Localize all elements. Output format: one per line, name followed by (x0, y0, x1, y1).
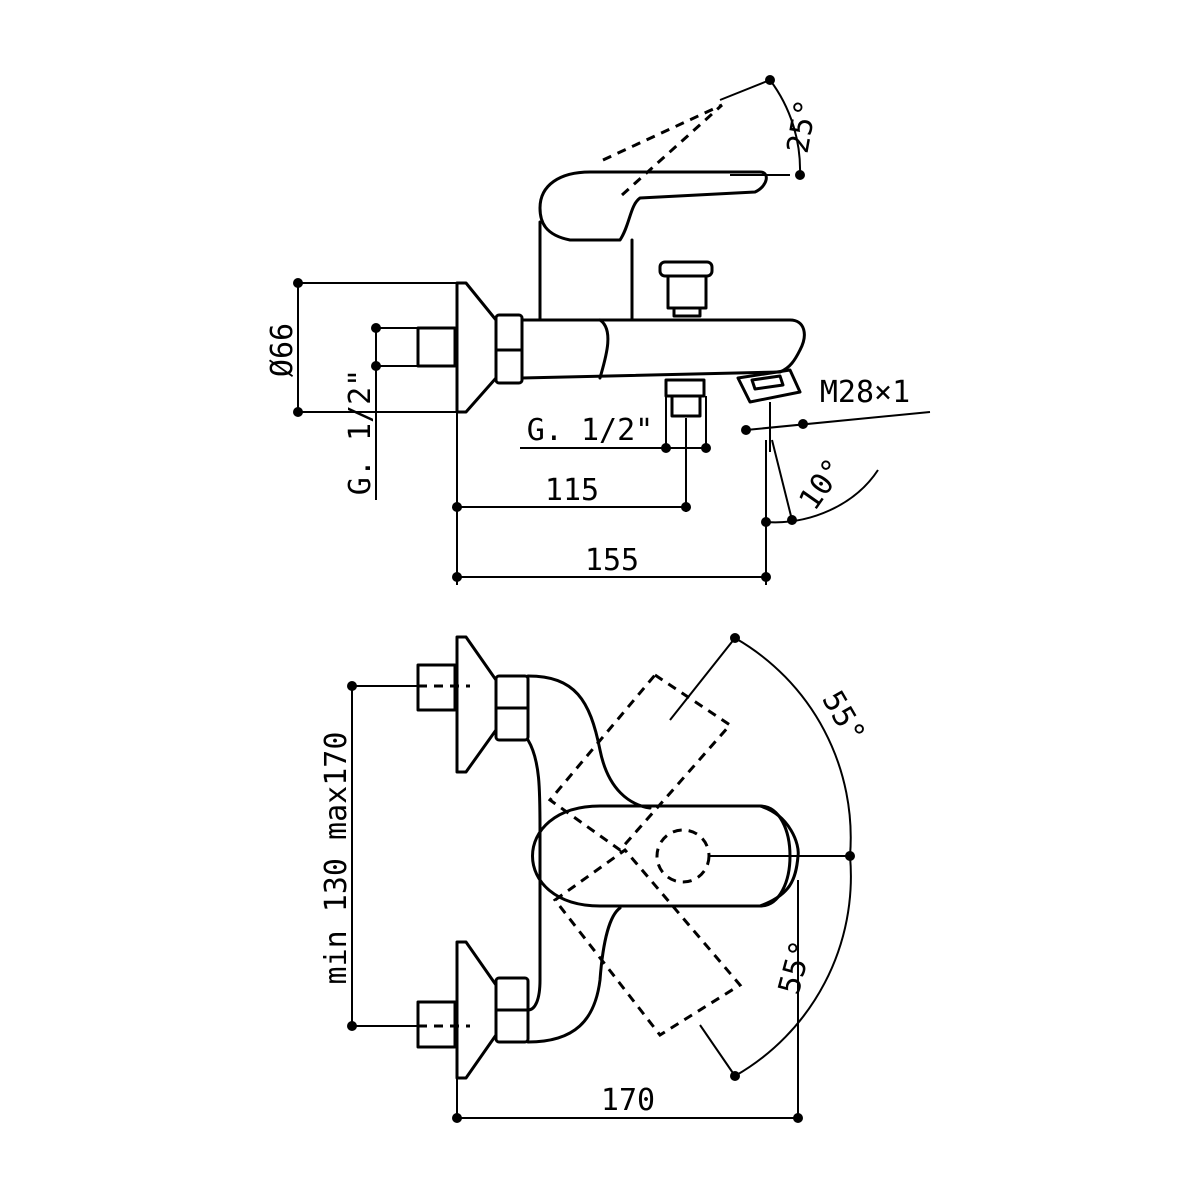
upper-inlet (416, 635, 530, 774)
spout-thread-dimension: M28×1 (741, 375, 931, 452)
outlet-connector (664, 378, 706, 418)
rotation-angle-dimension: 55° 55° (669, 633, 872, 1081)
side-view: Ø66 G. 1/2" G. 1/2" M28×1 (265, 75, 931, 585)
cartridge-body (538, 220, 634, 322)
cartridge-circle-dashed (655, 828, 711, 884)
depth-label: 170 (601, 1083, 655, 1118)
inlet-nut (494, 313, 524, 385)
wall-flange (455, 281, 498, 414)
spout-reach-label: 155 (585, 543, 639, 578)
lower-angle-label: 55° (772, 937, 820, 998)
lever-raised-dashed (602, 103, 724, 197)
lever-rotated-upper-dashed (547, 673, 733, 853)
spout-nozzle (736, 368, 802, 404)
inlet-thread-label: G. 1/2" (343, 369, 378, 495)
body-shoulder (598, 318, 610, 380)
outlet-thread-dimension: G. 1/2" (520, 396, 711, 453)
spout-reach-dimension: 155 (452, 543, 771, 582)
inlet-thread-dimension: G. 1/2" (343, 323, 418, 500)
centers-label: min 130 max170 (319, 732, 354, 985)
mixer-body (520, 318, 806, 380)
lever-angle-dimension: 25° (719, 75, 825, 180)
spout-angle-dimension: 10° (761, 439, 879, 585)
lever-top (531, 804, 792, 908)
flange-diameter-label: Ø66 (265, 323, 300, 377)
lever (538, 170, 768, 242)
diverter-knob (658, 260, 714, 318)
outlet-position-label: 115 (545, 473, 599, 508)
spout-thread-label: M28×1 (820, 375, 910, 410)
flange-diameter-dimension: Ø66 (265, 278, 457, 417)
outlet-position-dimension: 115 (452, 412, 691, 585)
lever-rotated-lower-dashed (552, 847, 743, 1037)
centers-dimension: min 130 max170 (319, 681, 470, 1031)
depth-dimension: 170 (452, 880, 803, 1123)
inlet-connector (416, 326, 457, 368)
upper-angle-label: 55° (815, 685, 872, 749)
spout-angle-label: 10° (792, 452, 852, 516)
lower-inlet (416, 940, 530, 1080)
top-view: 55° 55° min 130 max170 170 (319, 633, 872, 1123)
lever-angle-label: 25° (781, 97, 825, 156)
outlet-thread-label: G. 1/2" (527, 413, 653, 448)
